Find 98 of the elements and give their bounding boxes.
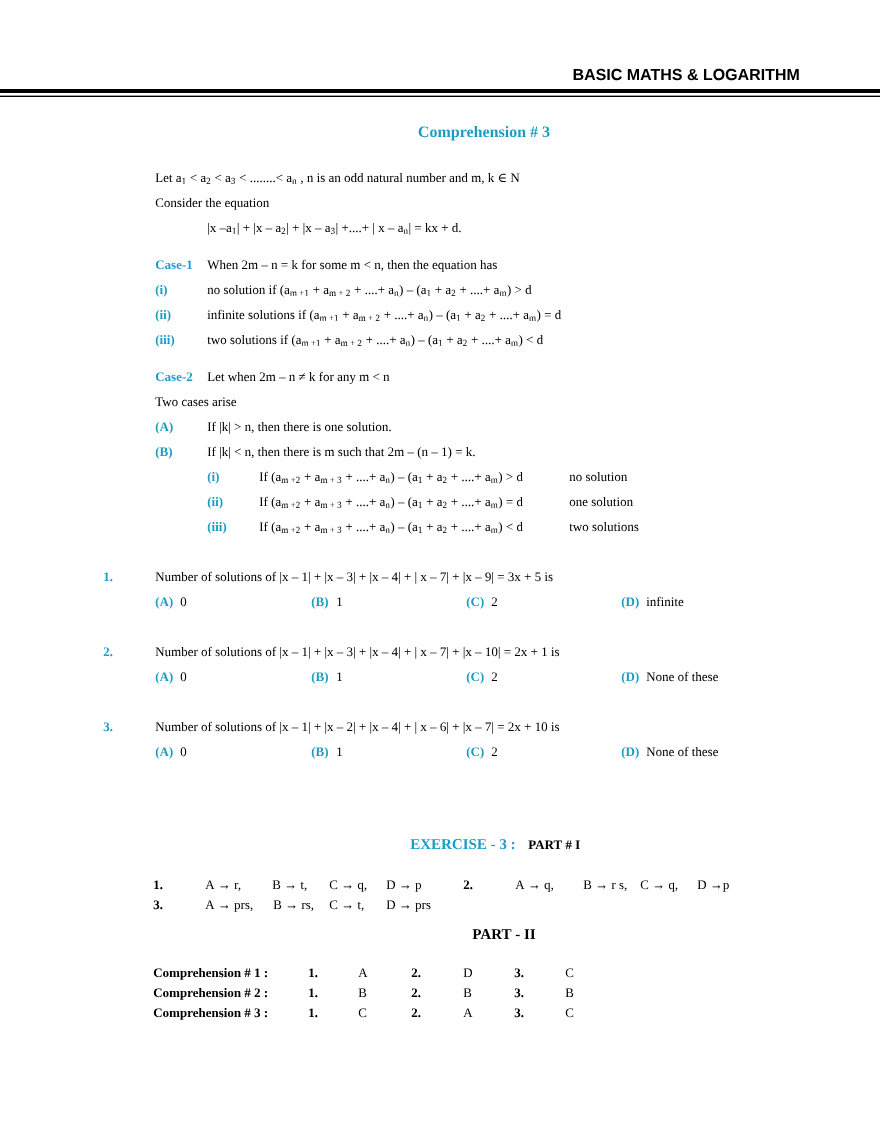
text-line: infinite solutions if (a$_{m +1}$ + a$_{m + 2}$ + ....+ a$_{n}$) – (a$_{1}$ + a$_{2}$ + ....+ a$_{m}$) = d [207,309,562,322]
text-line: D → p [386,880,422,892]
bold-text: 1. [309,968,318,978]
bold-text: 3. [153,900,163,910]
text-line: None of these [646,746,718,757]
text-line: two solutions if (a$_{m +1}$ + a$_{m + 2}$ + ....+ a$_{n}$) – (a$_{1}$ + a$_{2}$ + ....+ a$_{m}$) < d [207,334,543,347]
text-line: Number of solutions of |x – 1| + |x – 3| + |x – 4| + | x – 7| + |x – 9| = 3x + 5 is [155,571,553,584]
option-letter: (A) [155,597,173,609]
bold-text: Comprehension # 3 : [153,1008,267,1020]
item-label: (i) [155,285,167,297]
text-line: no solution if (a$_{m +1}$ + a$_{m + 2}$ + ....+ a$_{n}$) – (a$_{1}$ + a$_{2}$ + ....+ a$_{m}$) > d [207,284,532,297]
option-letter: (C) [466,597,484,609]
section-heading: Comprehension # 3 [418,125,550,141]
option-letter: (B) [311,747,328,759]
bold-text: PART # I [528,840,580,849]
bold-text: 1. [309,1008,318,1018]
option-letter: (D) [621,672,639,684]
bold-text: Comprehension # 2 : [153,988,267,1000]
text-line: Number of solutions of |x – 1| + |x – 3| + |x – 4| + | x – 7| + |x – 10| = 2x + 1 is [155,646,560,659]
bold-text: 2. [411,968,421,978]
text-line: 2 [491,597,497,606]
text-line: 1 [337,672,342,681]
option-letter: (B) [311,672,328,684]
bold-text: Comprehension # 1 : [153,968,267,980]
section-heading: EXERCISE - 3 : [410,839,515,850]
text-line: B [463,988,472,998]
item-label: (ii) [207,497,223,509]
text-line: 0 [180,597,187,607]
text-line: 2 [491,747,497,756]
text-line: If |k| < n, then there is m such that 2m – (n – 1) = k. [207,446,475,459]
text-line: Two cases arise [155,397,237,407]
text-line: None of these [646,671,718,682]
text-line: C [565,1008,574,1018]
text-line: C [565,968,574,978]
text-line: If |k| > n, then there is one solution. [207,421,391,434]
text-line: one solution [569,497,633,507]
section-heading: PART - II [472,929,536,939]
text-line: D [463,968,473,978]
bold-text: 1. [309,988,318,998]
bold-text: 2. [411,988,421,998]
text-line: 1 [337,597,342,606]
text-line: A [358,968,368,977]
text-line: B → t, [272,880,307,891]
text-line: A → prs, [205,900,253,912]
text-line: 2 [491,672,497,681]
text-line: C → t, [329,900,364,911]
option-letter: (D) [621,747,639,759]
text-line: Let a$_{1}$ < a$_{2}$ < a$_{3}$ < ........< a$_{n}$ , n is an odd natural number and m, k ∈ N [155,173,520,184]
bold-text: 3. [514,1008,524,1018]
text-line: When 2m – n = k for some m < n, then the equation has [207,259,497,272]
item-label: (A) [155,422,173,434]
text-line: C → q, [329,880,367,892]
text-line: If (a$_{m +2}$ + a$_{m + 3}$ + ....+ a$_{n}$) – (a$_{1}$ + a$_{2}$ + ....+ a$_{m}$) = d [259,496,523,509]
text-line: A [463,1008,473,1017]
text-line: If (a$_{m +2}$ + a$_{m + 3}$ + ....+ a$_{n}$) – (a$_{1}$ + a$_{2}$ + ....+ a$_{m}$) < d [259,521,523,534]
option-letter: (D) [621,597,639,609]
text-line: 1 [337,747,342,756]
text-line: D →p [697,880,729,892]
question-number: 1. [104,572,113,582]
bold-text: 2. [463,880,473,890]
text-line: B → r s, [583,880,627,891]
bold-text: 3. [514,968,524,978]
text-line: 0 [180,672,187,682]
text-line: infinite [646,596,684,607]
text-line: If (a$_{m +2}$ + a$_{m + 3}$ + ....+ a$_{n}$) – (a$_{1}$ + a$_{2}$ + ....+ a$_{m}$) > d [259,471,523,484]
item-label: (B) [155,447,172,459]
text-line: B → rs, [273,900,314,911]
text-line: B [565,988,574,998]
text-line: Number of solutions of |x – 1| + |x – 2| + |x – 4| + | x – 6| + |x – 7| = 2x + 10 is [155,721,560,734]
question-number: 3. [103,722,113,732]
item-label: (iii) [207,522,227,534]
text-line: D → prs [386,900,431,912]
text-line: B [358,988,367,998]
option-letter: (C) [466,672,484,684]
item-label: (i) [207,472,219,484]
item-label: Case-2 [155,372,193,382]
text-line: no solution [569,472,628,482]
bold-text: 1. [154,880,163,890]
item-label: Case-1 [155,260,193,270]
text-line: C → q, [640,880,678,892]
item-label: (iii) [155,335,175,347]
option-letter: (C) [466,747,484,759]
text-line: two solutions [569,522,639,532]
bold-text: 2. [411,1008,421,1018]
page-header: BASIC MATHS & LOGARITHM [573,68,799,81]
text-line: Let when 2m – n ≠ k for any m < n [207,371,390,384]
text-line: A → q, [515,880,554,892]
option-letter: (B) [311,597,328,609]
text-line: Consider the equation [155,198,270,210]
text-line: C [358,1008,367,1018]
question-number: 2. [103,647,113,657]
text-line: A → r, [205,880,241,891]
text-line: |x –a$_{1}$| + |x – a$_{2}$| + |x – a$_{3}$| +....+ | x – a$_{n}$| = kx + d. [208,223,461,235]
item-label: (ii) [155,310,171,322]
option-letter: (A) [155,747,173,759]
option-letter: (A) [155,672,173,684]
bold-text: 3. [514,988,524,998]
text-line: 0 [180,747,187,757]
